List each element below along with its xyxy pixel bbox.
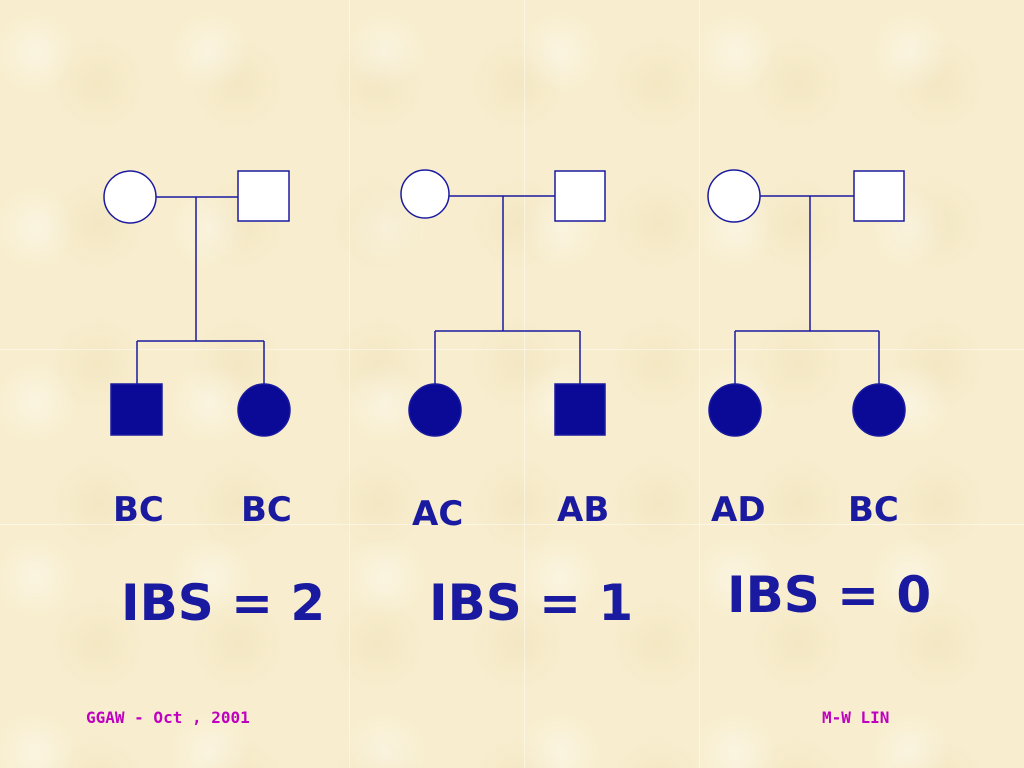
- background-seam: [349, 0, 350, 768]
- genotype-label: AB: [557, 490, 610, 530]
- genotype-label: BC: [241, 490, 292, 530]
- background-seam: [0, 524, 1024, 525]
- pedigree-2: [400, 169, 606, 437]
- pedigree-3: [707, 169, 906, 437]
- background-seam: [524, 0, 525, 768]
- background-seam: [699, 0, 700, 768]
- child-2-circle: [852, 383, 906, 437]
- genotype-label: BC: [113, 490, 164, 530]
- mother-circle: [400, 169, 450, 219]
- ibs-label: IBS = 1: [429, 574, 634, 632]
- child-1-circle: [708, 383, 762, 437]
- genotype-label: AC: [412, 494, 464, 534]
- pedigree-1: [103, 170, 291, 437]
- ibs-label: IBS = 0: [727, 566, 932, 624]
- father-square: [237, 170, 290, 222]
- genotype-label: BC: [848, 490, 899, 530]
- footer-left-text: GGAW - Oct , 2001: [86, 708, 250, 727]
- footer-right-text: M-W LIN: [822, 708, 890, 727]
- background-seam: [0, 349, 1024, 350]
- ibs-label: IBS = 2: [121, 574, 326, 632]
- genotype-label: AD: [711, 490, 766, 530]
- father-square: [853, 170, 905, 222]
- child-2-circle: [237, 383, 291, 437]
- mother-circle: [707, 169, 761, 223]
- child-1-square: [110, 383, 163, 436]
- child-2-square: [554, 383, 606, 436]
- father-square: [554, 170, 606, 222]
- child-1-circle: [408, 383, 462, 437]
- mother-circle: [103, 170, 157, 224]
